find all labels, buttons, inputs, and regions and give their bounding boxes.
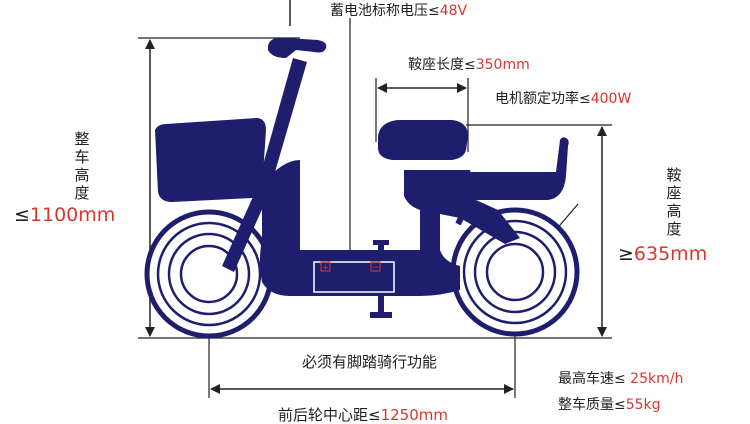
max-speed-label: 最高车速≤ 25km/h [558, 372, 683, 386]
vertical-char: 车 [74, 148, 90, 166]
vertical-char: 度 [74, 184, 90, 202]
basket [155, 118, 266, 202]
saddle-height-label: 鞍座高度 [664, 166, 684, 238]
vertical-char: 高 [74, 166, 90, 184]
total-height-spec: ≤1100mm [14, 206, 115, 225]
max-speed-symbol: ≤ [614, 371, 626, 387]
max-speed-text: 最高车速 [558, 371, 614, 387]
saddle-height-spec: ≥635mm [618, 245, 707, 264]
wheelbase-text: 前后轮中心距 [278, 406, 369, 424]
saddle-height-value: 635mm [633, 243, 708, 265]
motor-power-text: 电机额定功率 [495, 91, 579, 107]
motor-power-label: 电机额定功率≤400W [495, 92, 631, 106]
saddle [378, 120, 468, 160]
saddle-length-label: 鞍座长度≤350mm [408, 58, 530, 72]
rack-strut [455, 198, 473, 226]
vertical-char: 高 [666, 202, 682, 220]
pedal-requirement-label: 必须有脚踏骑行功能 [302, 353, 438, 371]
battery-voltage-symbol: ≤ [428, 3, 440, 19]
battery-plus-mark: + [322, 263, 330, 273]
total-mass-text: 整车质量 [558, 397, 614, 413]
total-mass-value: 55kg [625, 397, 661, 413]
wheelbase-label: 前后轮中心距≤1250mm [278, 408, 448, 423]
battery-voltage-value: 48V [439, 3, 468, 19]
wheelbase-symbol: ≤ [368, 406, 381, 424]
pedal-crank-stem [378, 244, 384, 318]
saddle-length-symbol: ≤ [464, 57, 476, 73]
total-height-label: 整车高度 [72, 130, 92, 202]
max-speed-value: 25km/h [625, 371, 684, 387]
saddle-length-value: 350mm [475, 57, 530, 73]
vertical-char: 整 [74, 130, 90, 148]
frame [260, 160, 460, 296]
battery-voltage-label: 蓄电池标称电压≤48V [330, 4, 467, 18]
pedal-crank-top [373, 240, 389, 245]
saddle-length-text: 鞍座长度 [408, 57, 464, 73]
total-height-symbol: ≤ [14, 204, 30, 226]
motor-power-value: 400W [590, 91, 632, 107]
vertical-char: 鞍 [666, 166, 682, 184]
front-fork [222, 58, 307, 272]
wheelbase-value: 1250mm [380, 406, 448, 424]
total-height-value: 1100mm [29, 204, 116, 226]
total-mass-symbol: ≤ [614, 397, 626, 413]
battery: + − [313, 261, 395, 293]
handlebar [268, 37, 327, 58]
battery-voltage-text: 蓄电池标称电压 [330, 3, 428, 19]
rear-wheel [450, 207, 580, 337]
rear-rack [456, 137, 569, 200]
motor-power-symbol: ≤ [579, 91, 591, 107]
saddle-height-symbol: ≥ [618, 243, 634, 265]
pedal-crank-bottom [370, 312, 392, 318]
rear-body [404, 170, 520, 244]
bike-body [155, 37, 569, 318]
vertical-char: 度 [666, 220, 682, 238]
vertical-char: 座 [666, 184, 682, 202]
total-mass-label: 整车质量≤55kg [558, 398, 661, 412]
battery-minus-mark: − [372, 263, 380, 273]
